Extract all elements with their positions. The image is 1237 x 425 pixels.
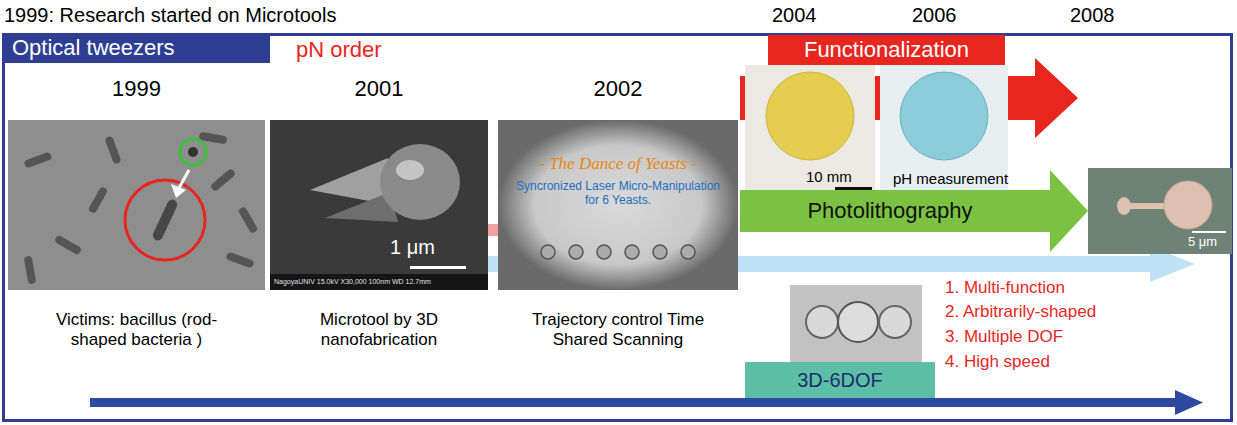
timeline-arrowhead — [1175, 390, 1203, 415]
photo-caption: pH measurement — [893, 170, 1008, 187]
motion-arrow — [179, 170, 189, 188]
yellow-sample-disk — [766, 72, 854, 160]
yeast-cell — [625, 245, 639, 259]
blue-sample-photo — [880, 65, 1008, 190]
yeast-cell — [541, 245, 555, 259]
theme-band: Functionalization — [768, 35, 1005, 65]
feature-item: 2. Arbitrarily-shaped — [945, 302, 1096, 322]
image-panel: 1999Victims: bacillus (rod-shaped bacter… — [8, 72, 265, 352]
year-label: 2004 — [772, 4, 817, 27]
year-label: 1999 — [8, 76, 265, 101]
feature-item: 3. Multiple DOF — [945, 327, 1063, 347]
band-label: Photolithography — [807, 198, 972, 223]
diagram-title: 1999: Research started on Microtools — [4, 4, 336, 27]
panel-caption: Victims: bacillus (rod-shaped bacteria ) — [39, 310, 234, 349]
scale-label: 10 mm — [806, 168, 852, 185]
panel-caption: Microtool by 3D nanofabrication — [299, 310, 459, 349]
scale-bar — [410, 266, 466, 269]
year-label: 2001 — [270, 76, 488, 101]
scale-label: 1 μm — [390, 236, 435, 259]
bacillus-rod — [54, 235, 82, 256]
image-panel: 5 μm — [1088, 168, 1232, 254]
video-frame — [498, 120, 738, 290]
highlight — [396, 160, 424, 180]
bacillus-rod — [225, 251, 254, 268]
bead-circle — [180, 139, 206, 165]
microsphere — [806, 306, 838, 338]
bacillus-rod — [210, 168, 237, 192]
sem-info-bar — [270, 274, 488, 290]
trapped-bead — [188, 147, 198, 157]
blue-sample-disk — [900, 72, 988, 160]
band-label: Functionalization — [804, 37, 969, 62]
video-title: - The Dance of Yeasts - — [498, 154, 738, 174]
target-bacillus — [151, 198, 179, 242]
sem-ground — [270, 120, 488, 290]
micrograph-ground — [8, 120, 265, 290]
year-label: 2002 — [498, 76, 738, 101]
microsphere — [838, 302, 878, 342]
feature-item: 4. High speed — [945, 352, 1050, 372]
microtool-ball — [380, 144, 460, 220]
bacillus-rod — [104, 135, 121, 164]
image-panel: 2002 - The Dance of Yeasts - Syncronized L… — [498, 72, 738, 352]
year-label: 2006 — [912, 4, 957, 27]
yeast-cell — [569, 245, 583, 259]
bacillus-rod — [23, 151, 52, 168]
microsphere — [879, 306, 911, 338]
process-band: Photolithography — [740, 190, 1040, 232]
microsphere-photo — [790, 285, 922, 367]
box-label: 3D-6DOF — [797, 369, 883, 392]
sem-info-text: NagoyaUNIV 15.0kV X30,000 100nm WD 12.7m… — [274, 278, 431, 286]
scale-label: 5 μm — [1188, 235, 1217, 250]
scale-bar — [1192, 231, 1226, 233]
bacillus-rod — [88, 186, 109, 214]
microtool-stem — [1128, 203, 1168, 209]
microtool-tip — [1117, 197, 1131, 215]
micrograph-ground — [1088, 168, 1232, 254]
video-subtitle: Syncronized Laser Micro-Manipulation for… — [511, 180, 725, 208]
process-arrow — [1039, 190, 1050, 232]
illustration — [8, 120, 265, 290]
yeast-cell — [681, 245, 695, 259]
force-note: pN order — [296, 37, 382, 62]
panel-caption: Trajectory control Time Shared Scanning — [530, 310, 706, 349]
frame-heading: Optical tweezers — [2, 33, 270, 63]
image-panel: 2001 1 μm NagoyaUNIV 15.0kV X30,000 100nm … — [270, 72, 488, 352]
yeast-cell — [653, 245, 667, 259]
timeline-arrow — [90, 398, 1175, 407]
yellow-sample-photo — [745, 65, 875, 190]
year-label: 2008 — [1070, 4, 1115, 27]
microtool-body — [1164, 181, 1212, 229]
yeast-cell — [597, 245, 611, 259]
bacillus-rod — [238, 206, 259, 234]
illustration — [270, 120, 488, 290]
theme-box: 3D-6DOF — [745, 362, 935, 398]
motion-arrowhead — [171, 184, 186, 198]
feature-item: 1. Multi-function — [945, 278, 1065, 298]
target-circle — [125, 180, 205, 260]
bacillus-rod — [24, 256, 37, 285]
